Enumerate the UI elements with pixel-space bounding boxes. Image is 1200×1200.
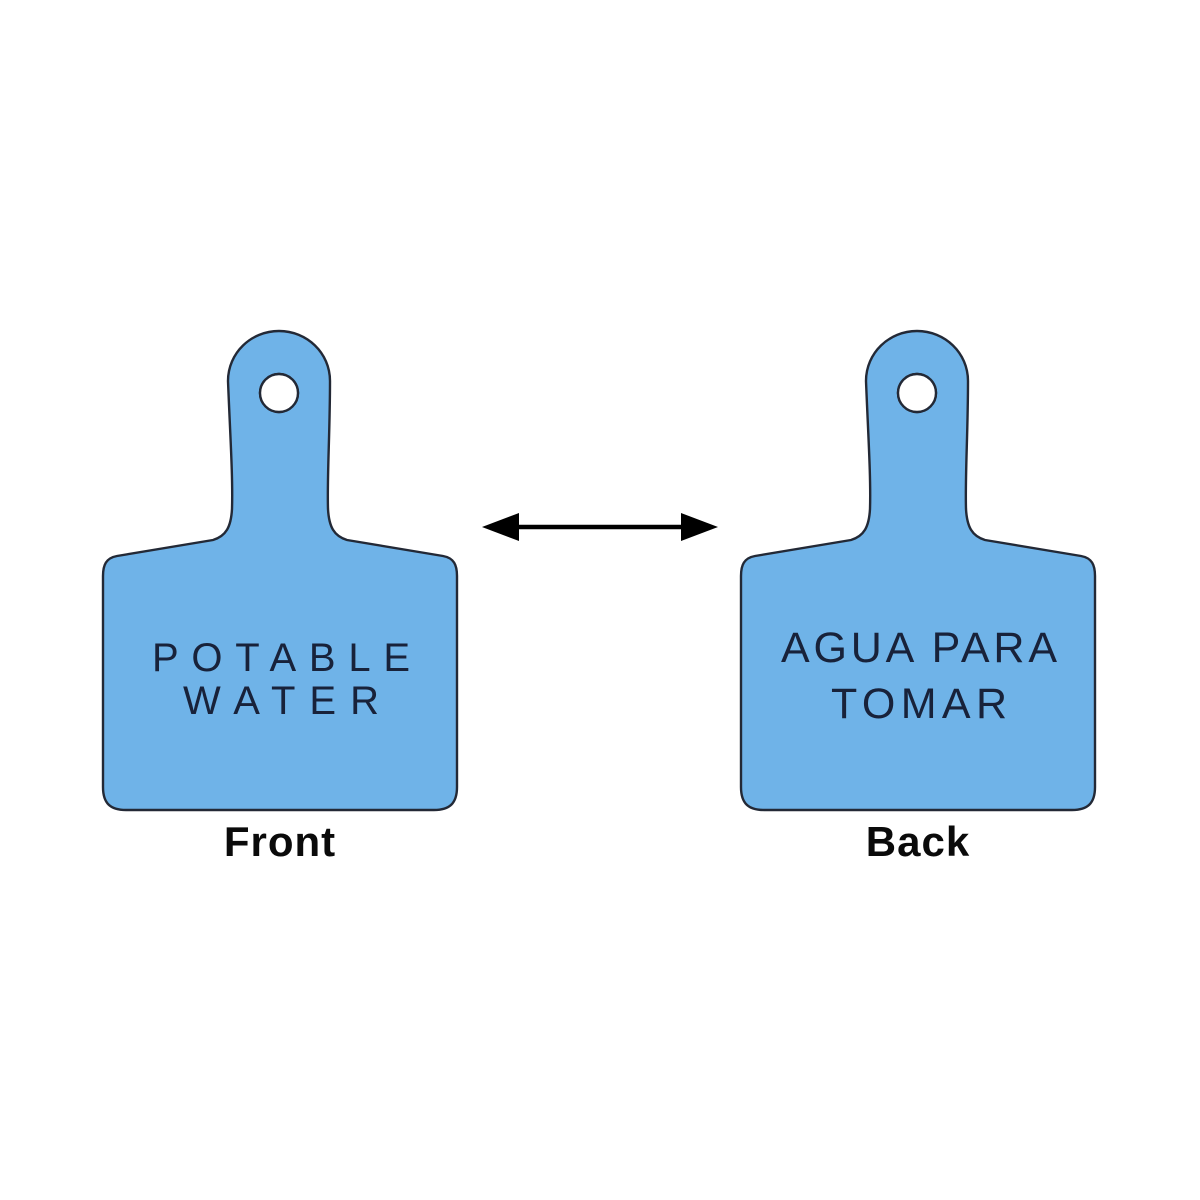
front-tag: POTABLE WATER [101,329,459,812]
double-headed-arrow-icon [482,513,718,541]
back-tag-hole [896,372,938,414]
back-tag-text-line1: AGUA PARA [781,624,1057,672]
arrow-head-right [681,513,718,541]
front-tag-text-line2: WATER [183,679,379,723]
arrow-head-left [482,513,519,541]
front-tag-text-line1: POTABLE [152,636,410,680]
back-caption: Back [865,818,971,865]
back-tag: AGUA PARA TOMAR [739,329,1097,812]
front-caption: Front [223,818,337,865]
front-tag-hole [258,372,300,414]
